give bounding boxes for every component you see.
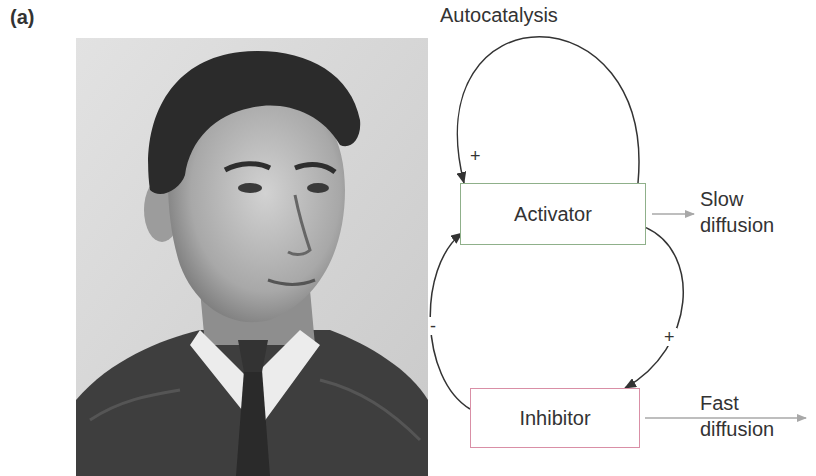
annotation-label: Autocatalysis: [440, 2, 640, 28]
annotation-label: Slow diffusion: [700, 186, 800, 238]
panel-letter: (a): [10, 4, 70, 30]
process-box: Activator: [460, 183, 646, 245]
annotation-label: Fast diffusion: [700, 390, 800, 442]
slow-diffusion-arrow: [652, 213, 694, 215]
sign-label: +: [662, 328, 677, 346]
node-text: Inhibitor: [519, 407, 590, 430]
sign-label: -: [428, 317, 438, 335]
process-box: Inhibitor: [470, 388, 640, 448]
node-text: Activator: [514, 203, 592, 226]
feedback-arrow: [457, 37, 639, 183]
feedback-arrow: [625, 228, 683, 388]
sign-label: +: [468, 147, 483, 165]
